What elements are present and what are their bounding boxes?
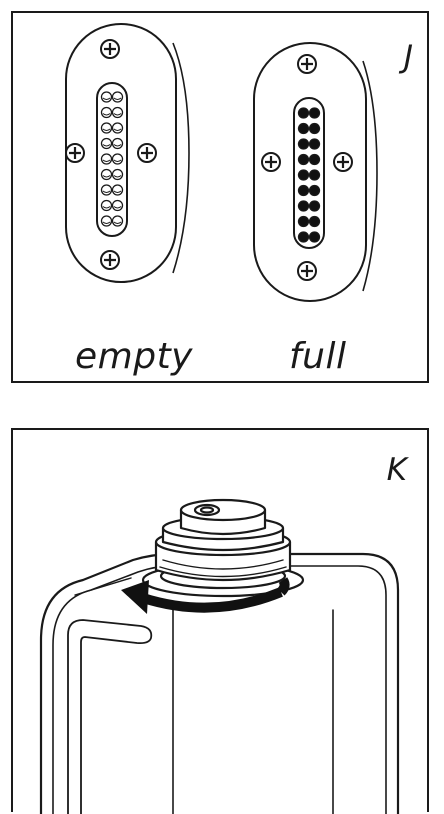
- level-dot: [111, 137, 124, 150]
- level-dot-shade: [102, 128, 111, 131]
- level-dot: [297, 138, 310, 150]
- level-dot: [111, 122, 124, 134]
- level-dot: [297, 215, 310, 228]
- level-dot-shade: [113, 221, 122, 224]
- level-dot: [111, 215, 124, 227]
- level-dot: [100, 199, 113, 212]
- full-level-dots: [297, 107, 321, 243]
- screw-icon: [333, 152, 353, 172]
- container-body: [39, 552, 400, 814]
- level-dot: [111, 199, 124, 212]
- level-dot: [308, 122, 321, 135]
- level-dot: [100, 168, 113, 181]
- level-dot: [297, 184, 310, 197]
- level-dot-shade: [113, 113, 122, 116]
- screw-icon: [297, 261, 317, 281]
- level-dot: [308, 200, 321, 212]
- screw-icon: [100, 39, 120, 59]
- level-dot-shade: [102, 113, 111, 116]
- caption-full: full: [289, 336, 347, 377]
- level-dot: [100, 184, 113, 196]
- level-dot-shade: [102, 144, 111, 147]
- level-dot-shade: [102, 221, 111, 224]
- rotate-arrow-icon: [121, 577, 290, 614]
- level-dot-shade: [113, 190, 122, 193]
- container-cap-illustration: [39, 498, 400, 814]
- caption-empty: empty: [75, 336, 193, 377]
- panel-j: J: [11, 11, 429, 383]
- panel-k: K: [11, 428, 429, 814]
- level-dot: [308, 169, 321, 181]
- level-dot: [308, 184, 321, 197]
- panel-letter-k: K: [386, 452, 407, 488]
- level-dot: [308, 153, 321, 166]
- level-dot-shade: [113, 206, 122, 209]
- level-dot-shade: [102, 97, 111, 100]
- screw-icon: [137, 143, 157, 163]
- level-dot: [100, 137, 113, 150]
- level-dot-shade: [102, 175, 111, 178]
- level-dot-shade: [113, 97, 122, 100]
- container-inner-outline: [52, 565, 387, 814]
- level-dot: [100, 106, 113, 119]
- screw-icon: [100, 250, 120, 270]
- level-dot-shade: [113, 144, 122, 147]
- level-dot: [111, 184, 124, 196]
- panel-letter-j: J: [403, 39, 413, 75]
- level-dot: [100, 215, 113, 227]
- indicator-empty: [65, 23, 190, 283]
- level-dot: [111, 168, 124, 181]
- screw-icon: [297, 54, 317, 74]
- indicator-full: [253, 42, 378, 302]
- level-dot: [100, 122, 113, 134]
- level-dot: [297, 231, 310, 243]
- level-dot: [111, 91, 124, 103]
- level-dot: [297, 200, 310, 212]
- level-dot: [308, 138, 321, 150]
- level-dot: [100, 91, 113, 103]
- level-dot-shade: [113, 175, 122, 178]
- screw-icon: [261, 152, 281, 172]
- level-dot: [308, 107, 321, 119]
- level-dot: [100, 153, 113, 165]
- level-dot: [308, 215, 321, 228]
- screw-icon: [65, 143, 85, 163]
- level-dot-shade: [102, 190, 111, 193]
- level-dot-shade: [113, 128, 122, 131]
- level-dot: [111, 153, 124, 165]
- level-dot: [297, 153, 310, 166]
- empty-level-dots: [100, 91, 124, 227]
- level-dot: [111, 106, 124, 119]
- level-dot: [297, 169, 310, 181]
- level-dot-shade: [102, 159, 111, 162]
- level-dot: [297, 107, 310, 119]
- container-handle: [67, 619, 153, 814]
- level-dot: [308, 231, 321, 243]
- indicator-illustration: [65, 23, 378, 302]
- level-dot-shade: [102, 206, 111, 209]
- level-dot: [297, 122, 310, 135]
- level-dot-shade: [113, 159, 122, 162]
